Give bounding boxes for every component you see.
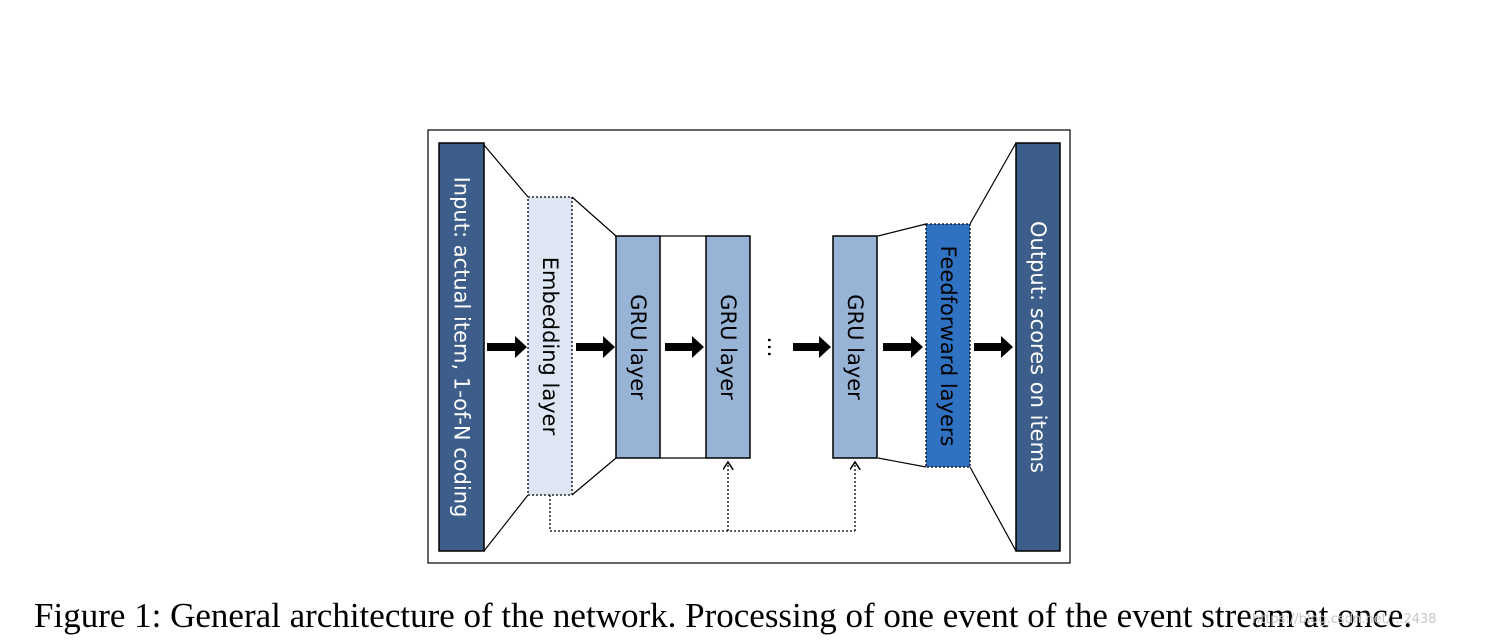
gru-label-2: GRU layer [716,294,740,400]
feedforward-box [925,223,971,468]
figure-caption: Figure 1: General architecture of the ne… [34,596,1413,635]
funnel-lines [483,142,1017,552]
gru-label-3: GRU layer [843,294,867,400]
input-label: Input: actual item, 1-of-N coding [450,177,474,518]
arrow-right-icon [665,336,704,358]
gru-box-3 [832,235,878,459]
output-box [1015,142,1061,552]
arrow-right-icon [883,336,923,358]
skip-connections [549,462,855,532]
arrow-right-icon [793,336,831,358]
embedding-label: Embedding layer [538,257,562,436]
embedding-box [527,196,573,496]
arrow-right-icon [487,336,527,358]
input-box [438,142,485,552]
feedforward-label: Feedforward layers [936,246,960,447]
arrow-right-icon [974,336,1013,358]
output-label: Output: scores on items [1026,221,1050,473]
gru-box-1 [615,235,661,459]
gru-label-1: GRU layer [626,294,650,400]
arrow-right-icon [576,336,615,358]
forward-arrows [487,336,1013,358]
gru-box-2 [705,235,751,459]
watermark: https://blog.csdn.net/...2438 [1252,612,1437,627]
ellipsis: … [763,337,787,358]
